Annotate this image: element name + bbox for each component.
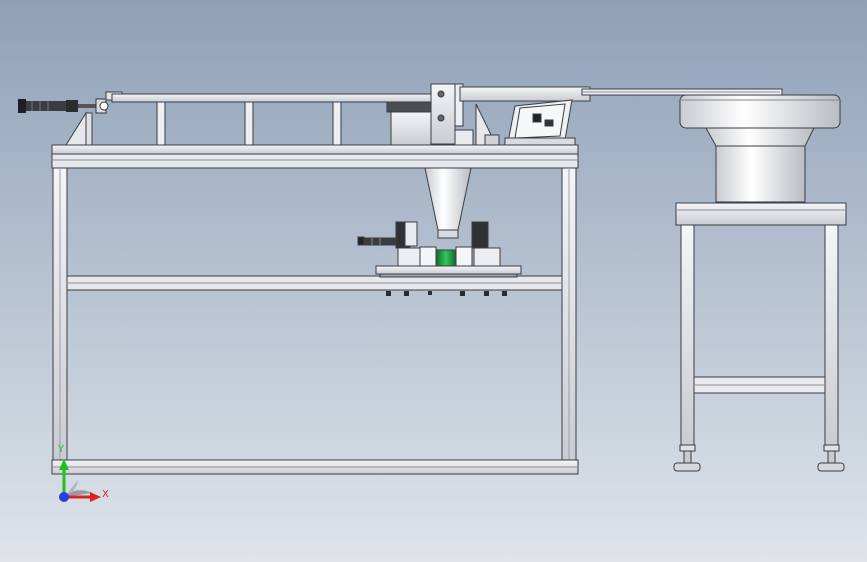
axis-triad [59,459,101,502]
x-axis-label: X [102,489,109,500]
middle-mechanism [357,221,522,278]
left-cylinder [18,98,109,114]
bowl-stand [673,202,847,472]
z-axis-dot [59,492,69,502]
hopper-funnel [424,167,472,239]
feeder-track [459,86,783,146]
feed-block [386,83,500,146]
bowl-feeder [679,94,841,203]
main-frame [51,144,579,475]
y-axis-label: Y [58,444,65,455]
shelf-bolts [386,291,507,296]
